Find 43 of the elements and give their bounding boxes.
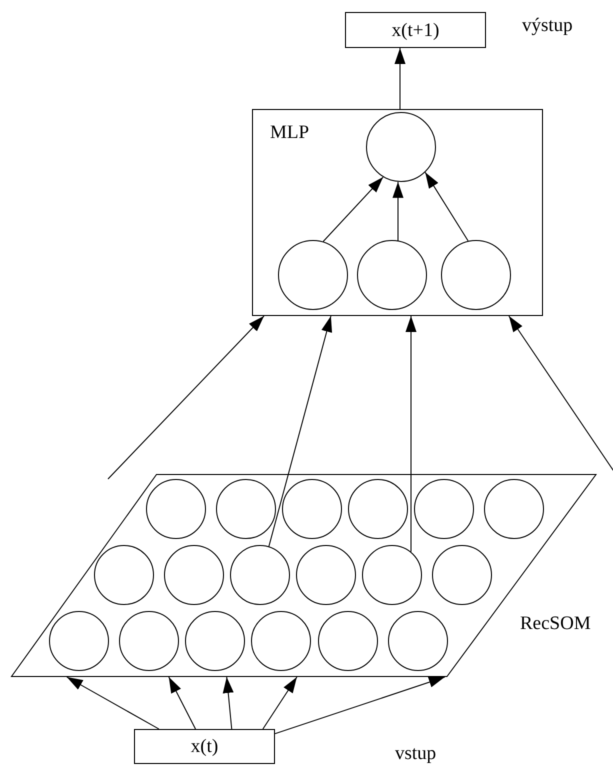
neuron-circle bbox=[318, 611, 378, 671]
som-grid-parallelogram bbox=[11, 474, 597, 677]
arrow bbox=[222, 676, 234, 730]
neuron-circle bbox=[348, 479, 408, 539]
neuron-circle bbox=[119, 611, 179, 671]
neuron-circle bbox=[185, 611, 245, 671]
value-box: x(t) bbox=[134, 729, 275, 764]
arrow bbox=[392, 181, 404, 241]
value-box: x(t+1) bbox=[345, 12, 486, 48]
neuron-circle bbox=[164, 545, 224, 605]
arrow bbox=[168, 676, 196, 730]
arrow bbox=[262, 676, 298, 730]
caption-label: RecSOM bbox=[520, 614, 591, 633]
arrow bbox=[424, 172, 469, 242]
neuron-circle bbox=[362, 545, 422, 605]
neuron-circle bbox=[146, 479, 206, 539]
neuron-circle bbox=[216, 479, 276, 539]
arrow bbox=[508, 316, 613, 474]
arrow bbox=[322, 176, 384, 242]
arrow bbox=[394, 48, 406, 110]
arrow bbox=[268, 316, 332, 547]
mlp-box bbox=[252, 109, 543, 316]
arrow bbox=[66, 676, 160, 730]
arrow bbox=[108, 316, 264, 480]
neuron-circle bbox=[484, 479, 544, 539]
neuron-circle bbox=[357, 240, 427, 310]
neuron-circle bbox=[282, 479, 342, 539]
layer-label: MLP bbox=[270, 123, 310, 142]
neuron-circle bbox=[230, 545, 290, 605]
arrow bbox=[406, 316, 416, 552]
neuron-circle bbox=[432, 545, 492, 605]
neuron-circle bbox=[94, 545, 154, 605]
neuron-circle bbox=[296, 545, 356, 605]
neuron-circle bbox=[278, 240, 348, 310]
arrow bbox=[274, 676, 446, 734]
caption-label: výstup bbox=[522, 16, 573, 35]
neuron-circle bbox=[414, 479, 474, 539]
caption-label: vstup bbox=[395, 744, 436, 763]
neuron-circle bbox=[441, 240, 511, 310]
neuron-circle bbox=[49, 611, 109, 671]
neuron-circle bbox=[366, 112, 436, 182]
neuron-circle bbox=[388, 611, 448, 671]
neuron-circle bbox=[251, 611, 311, 671]
